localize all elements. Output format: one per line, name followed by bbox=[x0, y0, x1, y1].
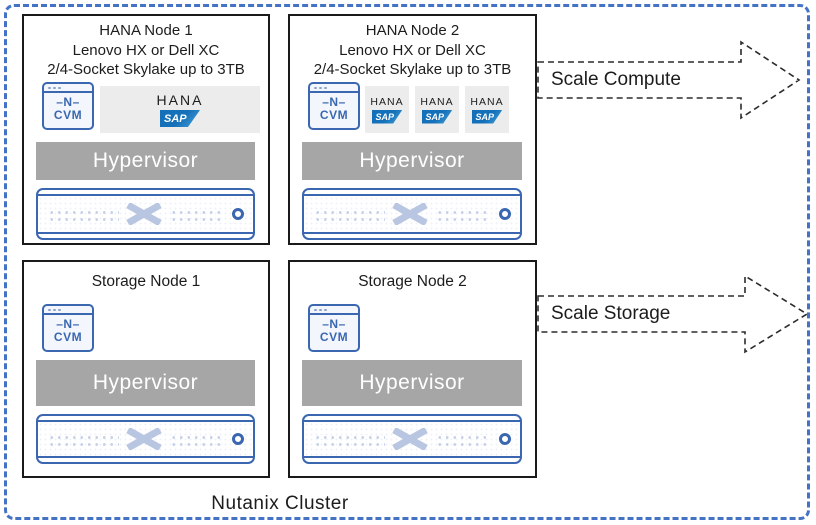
hypervisor-bar: Hypervisor bbox=[36, 360, 255, 406]
hana-node-2: HANA Node 2 Lenovo HX or Dell XC 2/4-Soc… bbox=[288, 14, 537, 245]
scale-compute-label: Scale Compute bbox=[551, 69, 681, 90]
cvm-label: –N– CVM bbox=[319, 95, 349, 122]
server-vents bbox=[47, 207, 119, 221]
node-title: HANA Node 1 Lenovo HX or Dell XC 2/4-Soc… bbox=[24, 21, 268, 80]
server-faceplate bbox=[38, 420, 253, 458]
window-dot-icon bbox=[48, 308, 51, 311]
server-vents bbox=[435, 207, 487, 221]
window-dot-icon bbox=[58, 308, 61, 311]
server-faceplate bbox=[38, 194, 253, 234]
hana-vm-label: HANA bbox=[370, 95, 404, 108]
cvm-window-titlebar bbox=[310, 84, 358, 93]
hana-vm: HANA SAP bbox=[100, 86, 260, 133]
hana-vm: HANA SAP bbox=[465, 86, 509, 133]
nutanix-server bbox=[302, 188, 522, 240]
hypervisor-bar: Hypervisor bbox=[36, 142, 255, 180]
window-dot-icon bbox=[48, 86, 51, 89]
cvm-label: –N– CVM bbox=[319, 317, 349, 344]
hana-node-1: HANA Node 1 Lenovo HX or Dell XC 2/4-Soc… bbox=[22, 14, 270, 245]
sap-logo: SAP bbox=[160, 110, 200, 127]
scale-compute-arrow: Scale Compute bbox=[537, 36, 805, 124]
power-button-icon bbox=[499, 208, 511, 220]
sap-logo: SAP bbox=[371, 109, 403, 124]
nutanix-server bbox=[36, 414, 255, 464]
nutanix-x-icon bbox=[392, 203, 428, 225]
hypervisor-bar: Hypervisor bbox=[302, 142, 522, 180]
dashed-arrow-icon bbox=[537, 274, 809, 354]
node-title-line1: HANA Node 2 bbox=[365, 22, 460, 39]
server-vents bbox=[435, 432, 487, 446]
hana-vm-label: HANA bbox=[470, 95, 504, 108]
power-button-icon bbox=[232, 208, 244, 220]
window-dot-icon bbox=[314, 308, 317, 311]
window-dot-icon bbox=[58, 86, 61, 89]
node-title-line2: Lenovo HX or Dell XC bbox=[72, 41, 220, 59]
cvm-label: –N– CVM bbox=[53, 317, 83, 344]
scale-storage-arrow: Scale Storage bbox=[537, 270, 812, 358]
nutanix-x-icon bbox=[392, 428, 428, 450]
nutanix-server bbox=[302, 414, 522, 464]
node-title-line3: 2/4-Socket Skylake up to 3TB bbox=[313, 61, 512, 78]
cvm-label: –N– CVM bbox=[53, 95, 83, 122]
cluster-label: Nutanix Cluster bbox=[211, 493, 349, 514]
cvm-icon: –N– CVM bbox=[42, 304, 94, 352]
window-dot-icon bbox=[324, 86, 327, 89]
server-faceplate bbox=[304, 194, 520, 234]
cvm-window-titlebar bbox=[44, 306, 92, 315]
hana-vm: HANA SAP bbox=[365, 86, 409, 133]
server-vents bbox=[169, 432, 221, 446]
window-dot-icon bbox=[319, 86, 322, 89]
sap-logo: SAP bbox=[421, 109, 453, 124]
sap-logo: SAP bbox=[471, 109, 503, 124]
hana-vm: HANA SAP bbox=[415, 86, 459, 133]
storage-node-1: Storage Node 1 –N– CVM Hypervisor bbox=[22, 260, 270, 478]
hana-vm-label: HANA bbox=[156, 92, 204, 108]
cvm-window-titlebar bbox=[310, 306, 358, 315]
storage-node-2: Storage Node 2 –N– CVM Hypervisor bbox=[288, 260, 537, 478]
window-dot-icon bbox=[324, 308, 327, 311]
nutanix-x-icon bbox=[126, 203, 162, 225]
node-title: HANA Node 2 Lenovo HX or Dell XC 2/4-Soc… bbox=[290, 21, 535, 80]
power-button-icon bbox=[232, 433, 244, 445]
server-vents bbox=[313, 432, 385, 446]
window-dot-icon bbox=[53, 86, 56, 89]
nutanix-x-icon bbox=[126, 428, 162, 450]
node-title: Storage Node 1 bbox=[91, 273, 201, 290]
cvm-icon: –N– CVM bbox=[308, 304, 360, 352]
scale-storage-label: Scale Storage bbox=[551, 303, 671, 324]
dashed-arrow-icon bbox=[537, 40, 801, 120]
cvm-icon: –N– CVM bbox=[308, 82, 360, 130]
cvm-window-titlebar bbox=[44, 84, 92, 93]
node-title-line2: Lenovo HX or Dell XC bbox=[339, 41, 486, 59]
server-vents bbox=[47, 432, 119, 446]
hana-vm-label: HANA bbox=[420, 95, 454, 108]
node-title: Storage Node 2 bbox=[358, 273, 467, 290]
window-dot-icon bbox=[53, 308, 56, 311]
window-dot-icon bbox=[314, 86, 317, 89]
nutanix-cluster-boundary bbox=[4, 4, 810, 520]
hypervisor-bar: Hypervisor bbox=[302, 360, 522, 406]
node-title-line3: 2/4-Socket Skylake up to 3TB bbox=[47, 61, 245, 78]
power-button-icon bbox=[499, 433, 511, 445]
server-faceplate bbox=[304, 420, 520, 458]
window-dot-icon bbox=[319, 308, 322, 311]
server-vents bbox=[169, 207, 221, 221]
server-vents bbox=[313, 207, 385, 221]
nutanix-server bbox=[36, 188, 255, 240]
node-title-line1: HANA Node 1 bbox=[99, 22, 193, 39]
cvm-icon: –N– CVM bbox=[42, 82, 94, 130]
